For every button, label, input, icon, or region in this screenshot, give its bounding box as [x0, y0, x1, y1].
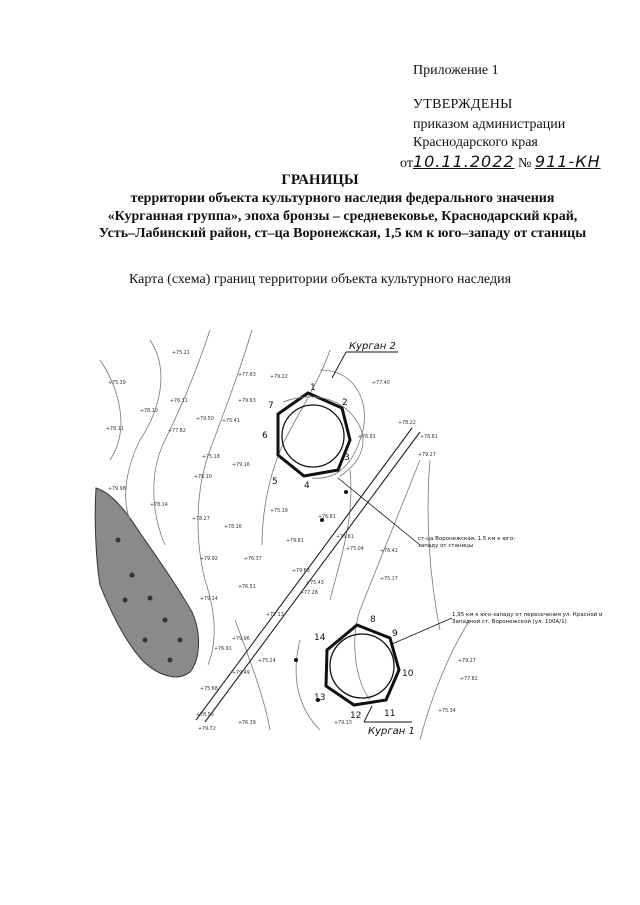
- mound-1-point: 10: [402, 669, 414, 679]
- mound-2-point: 4: [304, 481, 310, 491]
- elevation-label: +77.40: [372, 380, 390, 386]
- elevation-label: +79.14: [200, 596, 218, 602]
- mound-1-point: 12: [350, 711, 361, 721]
- map-title: Карта (схема) границ территории объекта …: [128, 272, 512, 287]
- elevation-label: +79.81: [286, 538, 304, 544]
- elevation-label: +77.82: [460, 676, 478, 682]
- elevation-label: +78.10: [140, 408, 158, 414]
- elevation-label: +76.39: [238, 720, 256, 726]
- elevation-label: +78.10: [194, 474, 212, 480]
- survey-markers: [294, 490, 348, 702]
- elevation-label: +79.96: [232, 636, 250, 642]
- shaded-terrain: [94, 487, 200, 678]
- number-prefix: №: [518, 156, 532, 171]
- annotation-1: ст-ца Воронежская, 1,5 км к юго-западу о…: [418, 536, 516, 549]
- road: [195, 427, 421, 723]
- elevation-label: +76.51: [238, 584, 256, 590]
- mound-1-boundary: [324, 623, 401, 707]
- elevation-label: +78.27: [192, 516, 210, 522]
- mound-2-boundary: [276, 391, 352, 478]
- elevation-label: +76.11: [170, 398, 188, 404]
- elevation-label: +75.24: [258, 658, 276, 664]
- mound-1-point: 8: [370, 615, 376, 625]
- elevation-label: +76.91: [214, 646, 232, 652]
- elevation-label: +76.42: [380, 548, 398, 554]
- elevation-label: +75.17: [380, 576, 398, 582]
- mound-2-point: 6: [262, 431, 268, 441]
- elevation-label: +75.19: [270, 508, 288, 514]
- mound-1-point: 14: [314, 633, 326, 643]
- order-date: 10.11.2022: [412, 152, 515, 171]
- elevation-label: +79.16: [232, 462, 250, 468]
- elevation-label: +79.13: [334, 720, 352, 726]
- elevation-label: +79.50: [196, 416, 214, 422]
- elevation-label: +75.41: [222, 418, 240, 424]
- elevation-label: +79.72: [198, 726, 216, 732]
- appendix-label: Приложение 1: [413, 63, 499, 78]
- page-title: ГРАНИЦЫ: [281, 172, 359, 188]
- elevation-label: +79.92: [200, 556, 218, 562]
- order-line-1: приказом администрации: [413, 117, 566, 132]
- mound-1: 8 9 10 11 12 13 14 Курган 1: [314, 615, 415, 737]
- approved-label: УТВЕРЖДЕНЫ: [413, 97, 513, 112]
- elevation-label: +75.21: [172, 350, 190, 356]
- elevation-label: +75.34: [438, 708, 456, 714]
- mound-2-point: 3: [344, 453, 350, 463]
- elevation-label: +79.63: [238, 398, 256, 404]
- elevation-label: +79.27: [418, 452, 436, 458]
- order-date-line: от10.11.2022 № 911-КН: [400, 152, 630, 172]
- order-line-2: Краснодарского края: [413, 135, 538, 150]
- mound-2-point: 2: [342, 398, 348, 408]
- mound-2-point: 1: [310, 383, 316, 393]
- elevation-label: +79.22: [270, 374, 288, 380]
- mound-2: 1 2 3 4 5 6 7 Курган 2: [262, 341, 398, 491]
- mound-1-point: 11: [384, 709, 395, 719]
- elevation-label: +78.61: [420, 434, 438, 440]
- elevation-label: +77.28: [300, 590, 318, 596]
- page-subtitle: территории объекта культурного наследия …: [98, 191, 587, 241]
- mound-1-point: 13: [314, 693, 325, 703]
- elevation-label: +76.91: [358, 434, 376, 440]
- contour-lines: [99, 329, 471, 741]
- elevation-label: +75.04: [346, 546, 364, 552]
- elevation-label: +78.16: [224, 524, 242, 530]
- mound-2-point: 7: [268, 401, 274, 411]
- elevation-label: +75.18: [202, 454, 220, 460]
- date-prefix: от: [400, 156, 413, 171]
- elevation-label: +79.49: [232, 670, 250, 676]
- elevation-label: +77.13: [266, 612, 284, 618]
- elevation-label: +78.56: [196, 712, 214, 718]
- elevation-label: +78.11: [106, 426, 124, 432]
- mound-1-point: 9: [392, 629, 398, 639]
- elevation-label: +75.43: [306, 580, 324, 586]
- elevation-label: +76.81: [318, 514, 336, 520]
- mound-2-point: 5: [272, 477, 278, 487]
- elevation-label: +77.82: [168, 428, 186, 434]
- mound-2-label: Курган 2: [349, 341, 396, 352]
- order-number: 911-КН: [534, 152, 601, 171]
- elevation-label: +78.22: [398, 420, 416, 426]
- elevation-label: +77.63: [238, 372, 256, 378]
- elevation-label: +75.39: [108, 380, 126, 386]
- annotation-2: 1,95 км к юго-западу от пересечения ул. …: [452, 612, 603, 625]
- elevation-label: +75.61: [336, 534, 354, 540]
- mound-1-label: Курган 1: [368, 726, 415, 737]
- elevation-label: +79.98: [108, 486, 126, 492]
- elevation-labels: +75.21 +75.39 +77.63 +79.22 +77.40 +76.1…: [106, 350, 478, 732]
- elevation-label: +79.63: [292, 568, 310, 574]
- elevation-label: +76.37: [244, 556, 262, 562]
- elevation-label: +75.68: [200, 686, 218, 692]
- elevation-label: +78.14: [150, 502, 168, 508]
- elevation-label: +79.27: [458, 658, 476, 664]
